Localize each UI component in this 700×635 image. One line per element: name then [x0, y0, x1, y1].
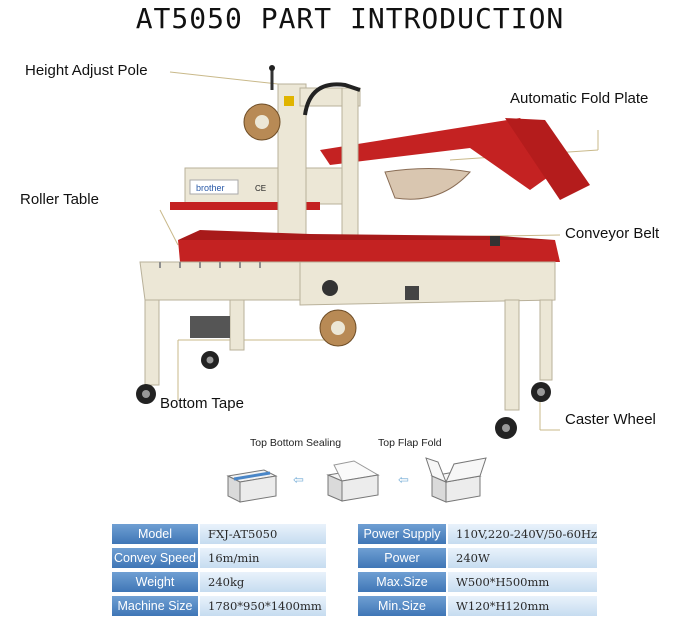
- spec-row: Power 240W: [358, 548, 598, 568]
- spec-row: Model FXJ-AT5050: [112, 524, 326, 544]
- spec-label: Power: [358, 548, 446, 568]
- folded-box-icon: [326, 460, 380, 502]
- spec-row: Power Supply 110V,220-240V/50-60Hz: [358, 524, 598, 544]
- spec-value: 16m/min: [200, 548, 326, 568]
- roller-table: [139, 261, 306, 301]
- process-arrow-1: ⇦: [293, 472, 304, 487]
- spec-value: W120*H120mm: [448, 596, 598, 616]
- rollers: [159, 262, 261, 268]
- spec-label: Max.Size: [358, 572, 446, 592]
- spec-row: Weight 240kg: [112, 572, 326, 592]
- spec-row: Convey Speed 16m/min: [112, 548, 326, 568]
- spec-label: Model: [112, 524, 198, 544]
- spec-value: 240W: [448, 548, 598, 568]
- process-arrow-2: ⇦: [398, 472, 409, 487]
- caster-wheels: [136, 351, 551, 439]
- spec-label: Min.Size: [358, 596, 446, 616]
- spec-row: Min.Size W120*H120mm: [358, 596, 598, 616]
- page-title: AT5050 PART INTRODUCTION: [135, 2, 565, 35]
- sealed-box-icon: [226, 469, 278, 503]
- callout-bottom-tape: Bottom Tape: [160, 395, 244, 412]
- caption-top-flap-fold: Top Flap Fold: [378, 437, 442, 449]
- callout-caster-wheel: Caster Wheel: [565, 411, 656, 428]
- open-box-icon: [425, 457, 487, 503]
- spec-value: 110V,220-240V/50-60Hz: [448, 524, 598, 544]
- callout-automatic-fold-plate: Automatic Fold Plate: [510, 90, 649, 107]
- callout-conveyor-belt: Conveyor Belt: [565, 225, 660, 242]
- caption-top-bottom-sealing: Top Bottom Sealing: [250, 437, 342, 449]
- machine-base: [299, 261, 556, 306]
- spec-label: Weight: [112, 572, 198, 592]
- spec-value: 1780*950*1400mm: [200, 596, 326, 616]
- upper-red-rail: [170, 202, 320, 210]
- spec-table-right: Power Supply 110V,220-240V/50-60Hz Power…: [356, 520, 599, 620]
- callout-roller-table: Roller Table: [20, 191, 99, 208]
- brand-text: brother: [196, 183, 225, 193]
- spec-value: 240kg: [200, 572, 326, 592]
- spec-row: Machine Size 1780*950*1400mm: [112, 596, 326, 616]
- spec-value: FXJ-AT5050: [200, 524, 326, 544]
- spec-label: Machine Size: [112, 596, 198, 616]
- machine-legs: [144, 299, 553, 411]
- spec-label: Convey Speed: [112, 548, 198, 568]
- spec-value: W500*H500mm: [448, 572, 598, 592]
- machine-illustration: brother CE: [136, 65, 599, 439]
- spec-label: Power Supply: [358, 524, 446, 544]
- conveyor-belt: [178, 240, 560, 262]
- spec-table-left: Model FXJ-AT5050 Convey Speed 16m/min We…: [110, 520, 328, 620]
- ce-mark: CE: [255, 184, 266, 193]
- motor: [190, 316, 230, 338]
- callout-height-adjust-pole: Height Adjust Pole: [25, 62, 148, 79]
- automatic-fold-plate: [320, 118, 590, 200]
- spec-row: Max.Size W500*H500mm: [358, 572, 598, 592]
